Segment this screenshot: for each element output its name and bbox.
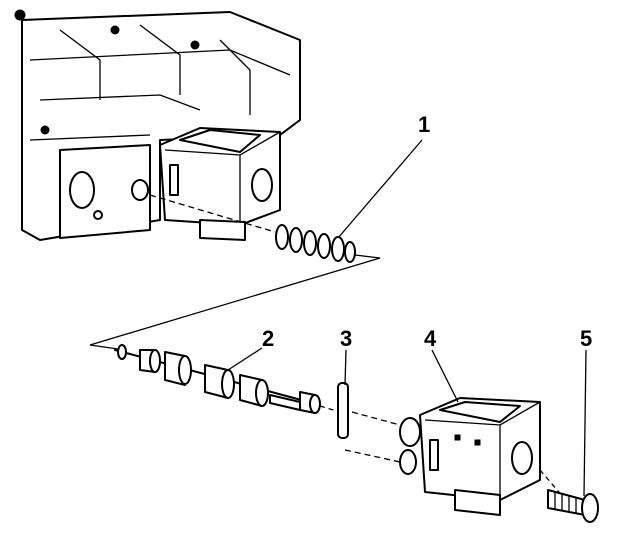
- valve-spool-part-2: [114, 344, 341, 414]
- callout-2: 2: [262, 326, 275, 351]
- solenoid-part-4: [399, 397, 571, 516]
- spring-part-1: [149, 194, 356, 263]
- callout-5: 5: [580, 326, 593, 351]
- bolt-part-5: [547, 489, 599, 523]
- installed-solenoid: [159, 127, 281, 241]
- leader-lines: [227, 139, 587, 497]
- callout-3: 3: [340, 326, 353, 351]
- callout-4: 4: [424, 326, 437, 351]
- callout-1: 1: [418, 112, 431, 137]
- valve-body: [14, 9, 301, 241]
- pin-part-3: [337, 382, 401, 463]
